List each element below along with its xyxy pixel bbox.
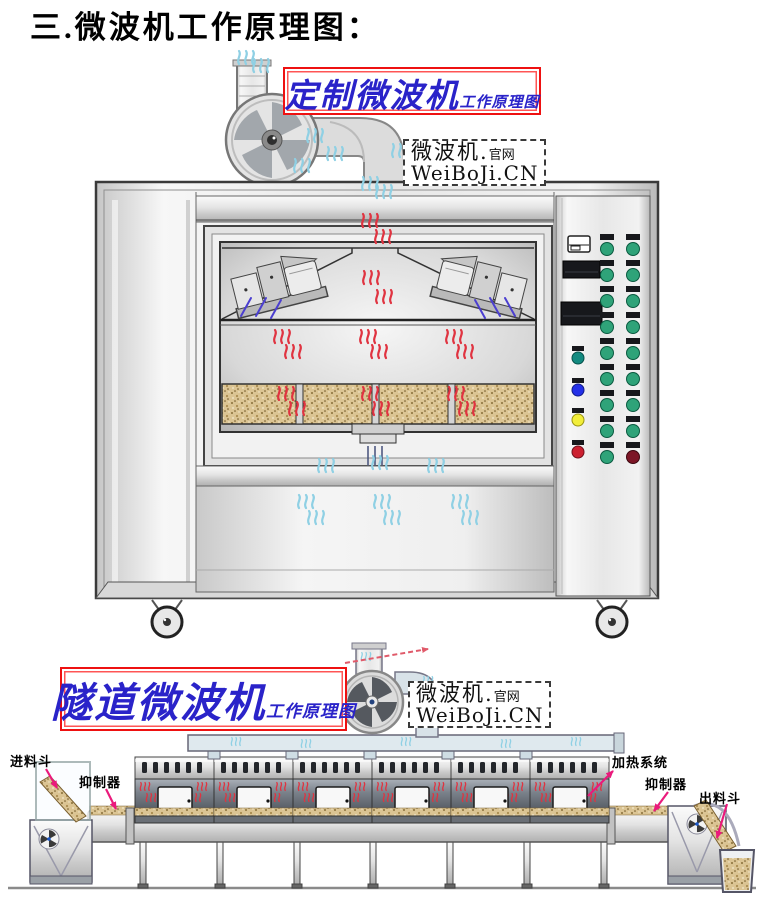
annotation-arrows — [45, 768, 729, 839]
readout-panel — [560, 301, 603, 326]
airflow-direction-arrow — [344, 647, 429, 664]
watermark-domain: WeiBoJi.CN — [416, 703, 544, 728]
heating-modules — [135, 757, 609, 823]
custom-machine-label-main: 定制微波机 — [284, 76, 460, 115]
watermark-brand: 微波机. — [416, 682, 494, 706]
caster-wheel-icon — [595, 599, 629, 639]
tunnel-machine-label: 隧道微波机工作原理图 — [51, 667, 355, 731]
lower-door — [195, 465, 555, 593]
conveyor-legs — [137, 841, 610, 889]
custom-machine-label-sub: 工作原理图 — [459, 93, 540, 111]
tunnel-blower-fan-icon — [339, 669, 405, 735]
annotation-feed-hopper: 进料斗 — [10, 754, 53, 769]
feed-hopper — [29, 761, 93, 885]
caster-wheel-icon — [150, 599, 184, 639]
watermark: 微波机.官网 WeiBoJi.CN — [403, 139, 547, 186]
watermark: 微波机.官网 WeiBoJi.CN — [408, 681, 552, 728]
discharge-hopper — [667, 799, 756, 893]
tunnel-machine-label-main: 隧道微波机 — [51, 679, 266, 727]
annotation-suppressor-left: 抑制器 — [79, 775, 122, 790]
annotation-discharge-hopper: 出料斗 — [699, 791, 742, 806]
annotation-heating-system: 加热系统 — [612, 755, 669, 770]
page-title: 三.微波机工作原理图： — [30, 10, 381, 45]
readout-panel — [562, 260, 601, 279]
annotation-suppressor-right: 抑制器 — [645, 777, 688, 792]
watermark-brand: 微波机. — [411, 140, 489, 164]
tunnel-machine-label-sub: 工作原理图 — [266, 702, 356, 722]
watermark-brand-small: 官网 — [488, 148, 515, 163]
control-panel — [555, 195, 651, 597]
custom-machine-label: 定制微波机工作原理图 — [283, 67, 541, 115]
watermark-domain: WeiBoJi.CN — [411, 161, 539, 186]
magnetron-beams — [240, 297, 516, 319]
indicator-buttons — [571, 234, 640, 464]
overhead-duct — [187, 732, 625, 760]
custom-machine — [94, 49, 660, 639]
watermark-brand-small: 官网 — [493, 690, 520, 705]
display-icon — [567, 235, 591, 253]
